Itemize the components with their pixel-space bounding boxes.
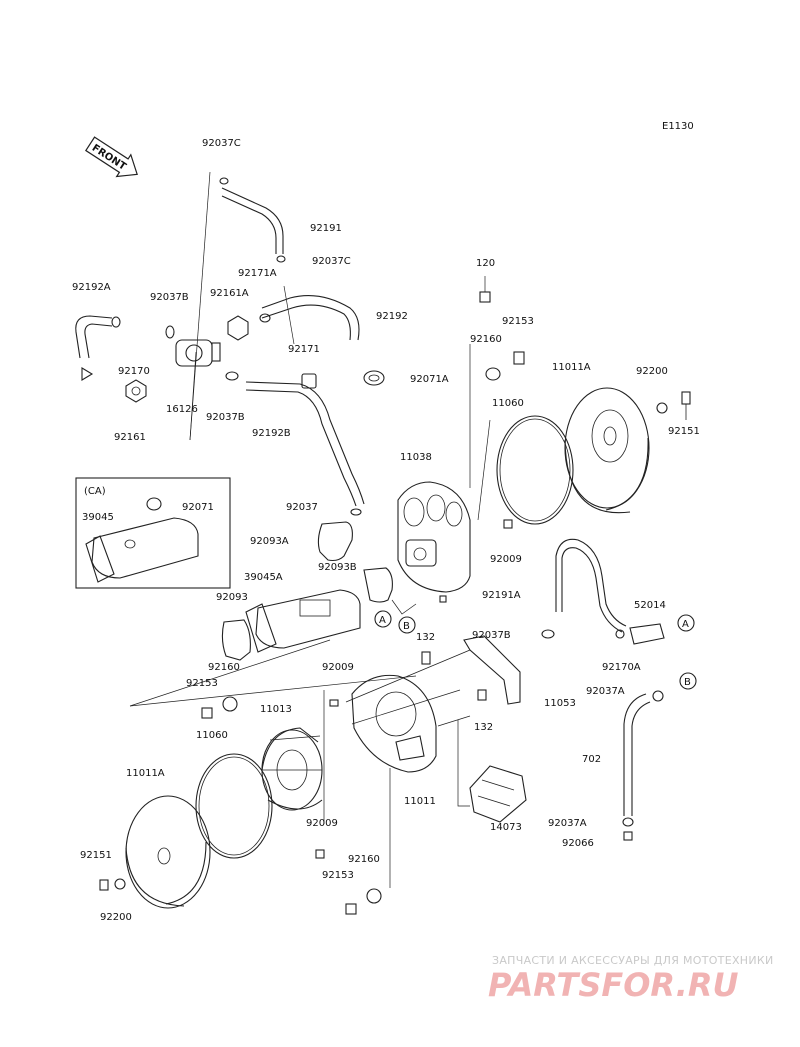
part-label: 92037C [312,256,351,267]
part-label: 52014 [634,600,666,611]
part-label: 92009 [306,818,338,829]
part-label: 92066 [562,838,594,849]
callout-a-left: A [374,610,392,628]
watermark-logo: PARTSFOR.RU [488,966,738,1004]
backing-plate [317,276,525,603]
svg-text:B: B [684,677,691,688]
part-label: 92009 [490,554,522,565]
part-label: 120 [476,258,495,269]
part-label: 11060 [196,730,228,741]
air-cleaner-cover-bottom [99,753,273,909]
svg-text:A: A [682,619,689,630]
part-label: 92170 [118,366,150,377]
part-label: 11011A [126,768,165,779]
watermark-tagline: ЗАПЧАСТИ И АКСЕССУАРЫ ДЛЯ МОТОТЕХНИКИ [492,954,774,967]
part-label: 11053 [544,698,576,709]
part-label: 92191A [482,590,521,601]
part-label: 92161 [114,432,146,443]
part-label: 92200 [636,366,668,377]
part-label: 11011A [552,362,591,373]
part-label: 92191 [310,223,342,234]
bracket [345,635,521,705]
part-label: 16126 [166,404,198,415]
part-label: 92151 [80,850,112,861]
part-label: 92037B [150,292,189,303]
callout-a-right: A [677,614,695,632]
air-cleaner-base [329,674,437,773]
watermark: ЗАПЧАСТИ И АКСЕССУАРЫ ДЛЯ МОТОТЕХНИКИ PA… [488,954,774,1004]
diagram-code: E1130 [662,121,694,132]
callout-b-left: B [398,616,416,634]
part-label: 92037A [586,686,625,697]
air-duct [221,589,361,661]
part-label: 11011 [404,796,436,807]
part-label: 92153 [322,870,354,881]
fastener-group [201,690,664,915]
part-label: 92093B [318,562,357,573]
part-label: 92037C [202,138,241,149]
part-label: 92153 [502,316,534,327]
callout-b-right: B [679,672,697,690]
part-label: 92192 [376,311,408,322]
part-label: 11013 [260,704,292,715]
part-label: 92093 [216,592,248,603]
part-label: 132 [416,632,435,643]
ca-inset-box: (CA) [75,477,231,589]
part-label: 92151 [668,426,700,437]
part-label: 92160 [470,334,502,345]
part-label: 92037B [206,412,245,423]
part-label: 92160 [348,854,380,865]
part-label: 702 [582,754,601,765]
part-label: 92161A [210,288,249,299]
part-label: 92153 [186,678,218,689]
part-label: 92170A [602,662,641,673]
part-label: 92071 [182,502,214,513]
part-label: 92037B [472,630,511,641]
part-label: 92037A [548,818,587,829]
air-filter-element [261,727,323,811]
part-label: 92192B [252,428,291,439]
part-label: 132 [474,722,493,733]
breather-hose-group [75,171,385,516]
leader-lines [129,285,471,888]
part-label: 39045A [244,572,283,583]
svg-text:A: A [379,615,386,626]
front-label: FRONT [90,143,128,173]
part-label: 39045 [82,512,114,523]
part-label: 92093A [250,536,289,547]
part-label: 92171A [238,268,277,279]
part-label: 92200 [100,912,132,923]
front-direction-arrow-icon: FRONT [85,136,138,178]
part-label: 92009 [322,662,354,673]
part-label: 11038 [400,452,432,463]
part-label: 92160 [208,662,240,673]
part-label: 92192A [72,282,111,293]
part-label: 14073 [490,822,522,833]
air-cleaner-cover-top [496,387,691,525]
ca-label: (CA) [84,486,106,497]
part-label: 92071A [410,374,449,385]
drain-hose-group [541,538,665,645]
part-label: 11060 [492,398,524,409]
part-number-labels: 92037C 92191 92037C 92171A 92161A 92192 … [72,138,700,923]
part-label: 92171 [288,344,320,355]
part-label: 92037 [286,502,318,513]
svg-text:B: B [403,621,410,632]
